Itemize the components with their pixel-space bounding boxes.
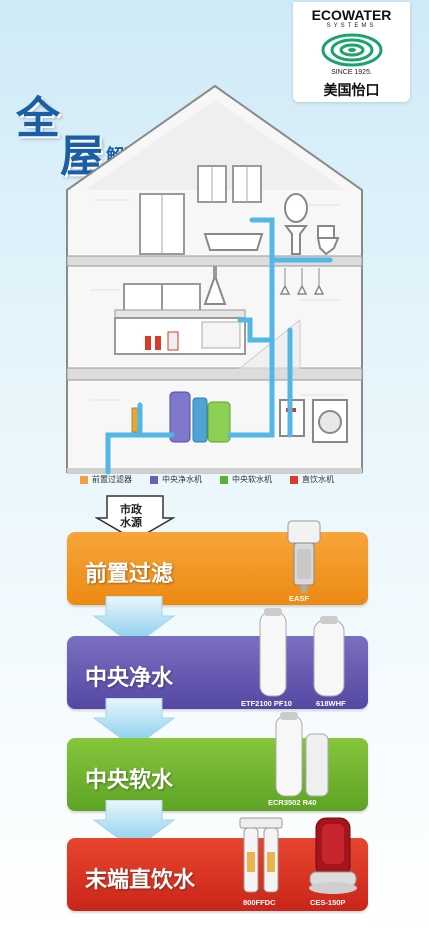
logo-swirl-icon — [321, 33, 383, 67]
product-name: EASF — [289, 594, 310, 603]
stage-label: 前置过滤 — [85, 562, 174, 587]
water-source-line-1: 市政 — [120, 503, 142, 516]
flow-arrow-icon — [92, 698, 176, 749]
easf-filter-icon — [287, 520, 321, 593]
legend-label: 中央软水机 — [232, 475, 272, 484]
logo-sub-text: SYSTEMS — [326, 23, 377, 29]
legend-label: 前置过滤器 — [92, 475, 132, 484]
stage-label: 末端直饮水 — [85, 868, 196, 893]
legend-swatch — [150, 475, 158, 484]
stage-label: 中央软水 — [85, 768, 174, 793]
product-name: 618WHF — [316, 699, 346, 708]
water-source-label: 市政 水源 — [116, 503, 146, 529]
drinking-dispenser-icon — [309, 817, 357, 894]
house-illustration — [66, 84, 363, 475]
legend-label: 中央净水机 — [162, 475, 202, 484]
legend-label: 直饮水机 — [302, 475, 334, 484]
legend-swatch — [290, 475, 298, 484]
water-source-line-2: 水源 — [120, 516, 142, 529]
logo-chinese-name: 美国怡口 — [323, 83, 380, 99]
logo-since-text: SINCE 1925. — [331, 69, 372, 76]
product-name: 800FFDC — [243, 898, 276, 907]
legend-swatch — [80, 475, 88, 484]
legend-item: 直饮水机 — [290, 474, 334, 485]
legend-item: 前置过滤器 — [80, 474, 132, 485]
source-arrow-icon — [95, 495, 175, 541]
flow-arrow-icon — [92, 596, 176, 647]
product-name: ETF2100 PF10 — [241, 699, 292, 708]
drinking-filter-icon — [239, 817, 283, 893]
legend-item: 中央净水机 — [150, 474, 202, 485]
legend: 前置过滤器 中央净水机 中央软水机 直饮水机 — [80, 474, 334, 485]
product-name: ECR3502 R40 — [268, 798, 317, 807]
purifier-units-icon — [259, 608, 345, 697]
flow-arrow-icon — [92, 800, 176, 851]
stage-prefilter-band: 前置过滤 — [67, 532, 368, 605]
legend-item: 中央软水机 — [220, 474, 272, 485]
softener-unit-icon — [275, 712, 329, 797]
headline-char-1: 全 — [16, 93, 60, 144]
logo-brand-text: ECOWATER — [311, 7, 392, 23]
product-name: CES-150P — [310, 898, 346, 907]
stage-label: 中央净水 — [85, 666, 174, 691]
legend-swatch — [220, 475, 228, 484]
brand-logo: ECOWATER SYSTEMS SINCE 1925. 美国怡口 — [293, 2, 410, 102]
